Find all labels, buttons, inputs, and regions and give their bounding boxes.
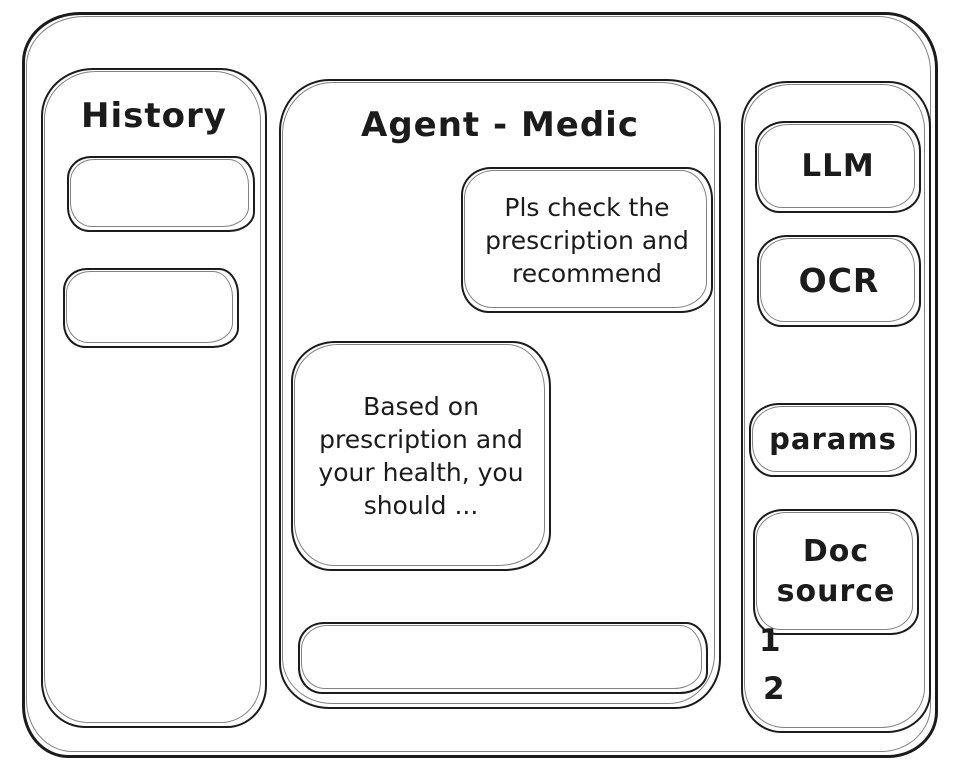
chat-title: Agent - Medic [361,105,639,145]
doc-source-button[interactable]: Doc source [753,509,919,635]
history-title: History [81,96,227,136]
history-item[interactable] [63,268,239,348]
assistant-message-bubble: Based on prescription and your health, y… [291,341,551,571]
history-sidebar: History [41,68,267,728]
app-window: History Agent - Medic Pls check the pres… [22,12,938,758]
ocr-button[interactable]: OCR [757,235,921,327]
history-item[interactable] [67,156,255,232]
message-input[interactable] [310,628,696,688]
message-input-box[interactable] [298,622,708,694]
user-message-bubble: Pls check the prescription and recommend [461,167,713,313]
tools-panel: LLM OCR params Doc source 1 2 [741,81,931,733]
params-button[interactable]: params [749,403,917,477]
chat-panel: Agent - Medic Pls check the prescription… [279,79,721,709]
llm-button[interactable]: LLM [755,121,921,213]
doc-source-item-1[interactable]: 1 [759,623,781,659]
doc-source-item-2[interactable]: 2 [763,671,785,707]
